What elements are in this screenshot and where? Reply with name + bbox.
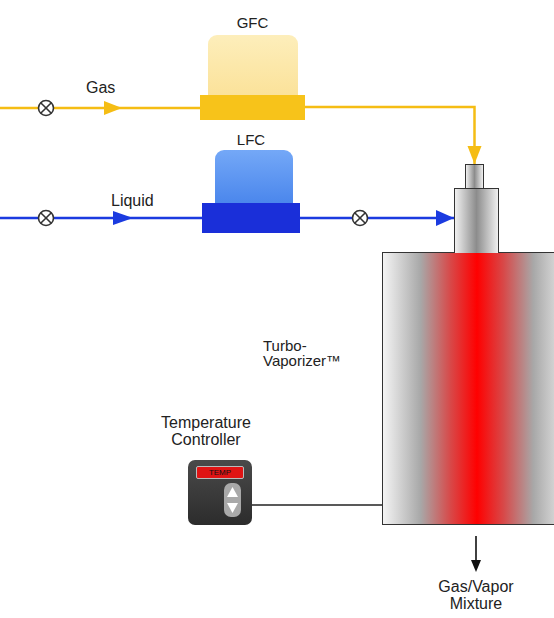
- flow-label: Gas/Vapor Mixture: [426, 578, 526, 612]
- connector-line: [300, 217, 454, 220]
- inlet-nozzle: [465, 164, 484, 188]
- controller-housing: [215, 150, 293, 204]
- flow-arrowhead: [113, 211, 133, 225]
- controller-label: GFC: [200, 14, 305, 31]
- gas-line: [0, 107, 201, 110]
- flow-connector: [252, 505, 382, 506]
- controller-label: LFC: [202, 131, 300, 148]
- connector-line: [252, 504, 382, 506]
- valve-symbol: [353, 211, 368, 226]
- connector-line: [305, 107, 475, 164]
- flow-label: Gas: [86, 79, 115, 97]
- flow-arrowhead: [104, 101, 122, 115]
- controller-device: TEMP: [188, 460, 252, 525]
- arrowhead: [468, 146, 482, 164]
- arrowhead: [436, 210, 454, 226]
- flow-connector: [305, 107, 482, 164]
- flow-connector: [300, 210, 454, 226]
- vaporizer-label: Turbo- Vaporizer™: [263, 338, 363, 368]
- vaporizer-body: Turbo- Vaporizer™: [382, 252, 554, 525]
- outlet-arrowhead: [471, 560, 481, 572]
- controller-housing: [208, 35, 298, 95]
- controller-display: TEMP: [196, 466, 244, 479]
- display-text: TEMP: [197, 467, 243, 478]
- valve-symbol: [39, 101, 54, 116]
- controller-label: Temperature Controller: [150, 414, 262, 448]
- controller-node: GFC: [200, 14, 305, 120]
- controller-node: Temperature ControllerTEMP: [150, 412, 262, 526]
- inlet-cylinder: [454, 188, 499, 253]
- controller-base: [200, 95, 305, 120]
- outlet-arrow: [475, 536, 477, 562]
- controller-node: LFC: [202, 130, 300, 236]
- flow-label: Liquid: [111, 192, 154, 210]
- valve-symbol: [39, 211, 54, 226]
- liquid-line: [0, 217, 203, 220]
- controller-base: [202, 203, 300, 233]
